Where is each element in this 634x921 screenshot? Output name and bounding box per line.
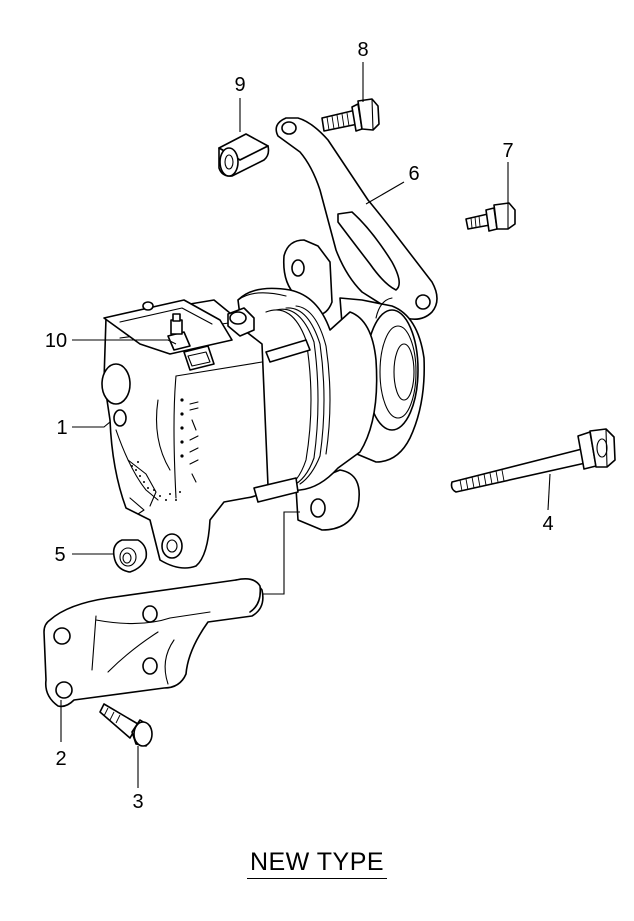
- bracket-part-6: [275, 117, 438, 320]
- callout-5: 5: [54, 544, 65, 566]
- bolt-part-7: [465, 202, 516, 232]
- switch-connector-part-10: [167, 313, 215, 371]
- long-bolt-part-4: [450, 428, 616, 493]
- spacer-sleeve-part-9: [218, 133, 270, 177]
- callout-1: 1: [56, 417, 67, 439]
- callout-10: 10: [45, 330, 67, 352]
- nut-part-5: [112, 539, 148, 573]
- bolt-part-8: [321, 98, 380, 132]
- callout-labels: 9 8 6 7 10 1 5 4 2 3: [45, 39, 554, 813]
- callout-8: 8: [357, 39, 368, 61]
- lower-mounting-bracket: [43, 578, 264, 708]
- callout-7: 7: [502, 140, 513, 162]
- callout-2: 2: [55, 748, 66, 770]
- caption-text: NEW TYPE: [246, 848, 388, 879]
- callout-6: 6: [408, 163, 419, 185]
- callout-4: 4: [542, 513, 553, 535]
- housing-markings: [131, 398, 199, 501]
- leader-lines: [60, 62, 551, 788]
- ac-compressor: [101, 239, 426, 569]
- callout-3: 3: [132, 791, 143, 813]
- diagram-caption: NEW TYPE: [0, 848, 634, 879]
- bolt-part-3: [99, 703, 153, 747]
- callout-9: 9: [234, 74, 245, 96]
